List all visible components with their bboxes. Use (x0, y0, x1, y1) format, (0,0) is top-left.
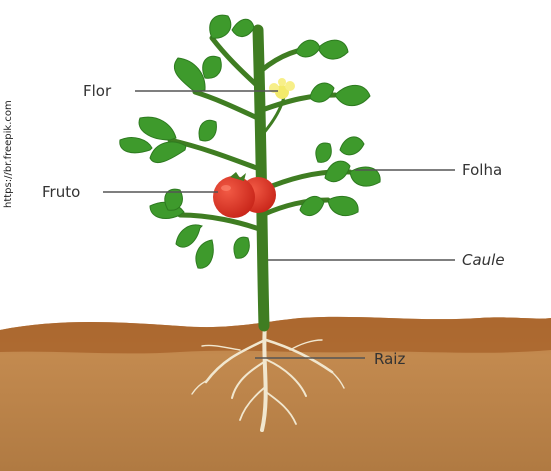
credit-text: https://br.freepik.com (3, 100, 14, 208)
label-stem: Caule (462, 251, 505, 269)
soil (0, 317, 551, 471)
label-leaf: Folha (462, 161, 502, 179)
credit-watermark: https://br.freepik.com (0, 86, 16, 210)
flower (269, 78, 295, 99)
label-flower: Flor (83, 82, 112, 100)
label-root: Raiz (374, 350, 405, 368)
leaves (120, 15, 380, 268)
label-fruit: Fruto (42, 183, 80, 201)
